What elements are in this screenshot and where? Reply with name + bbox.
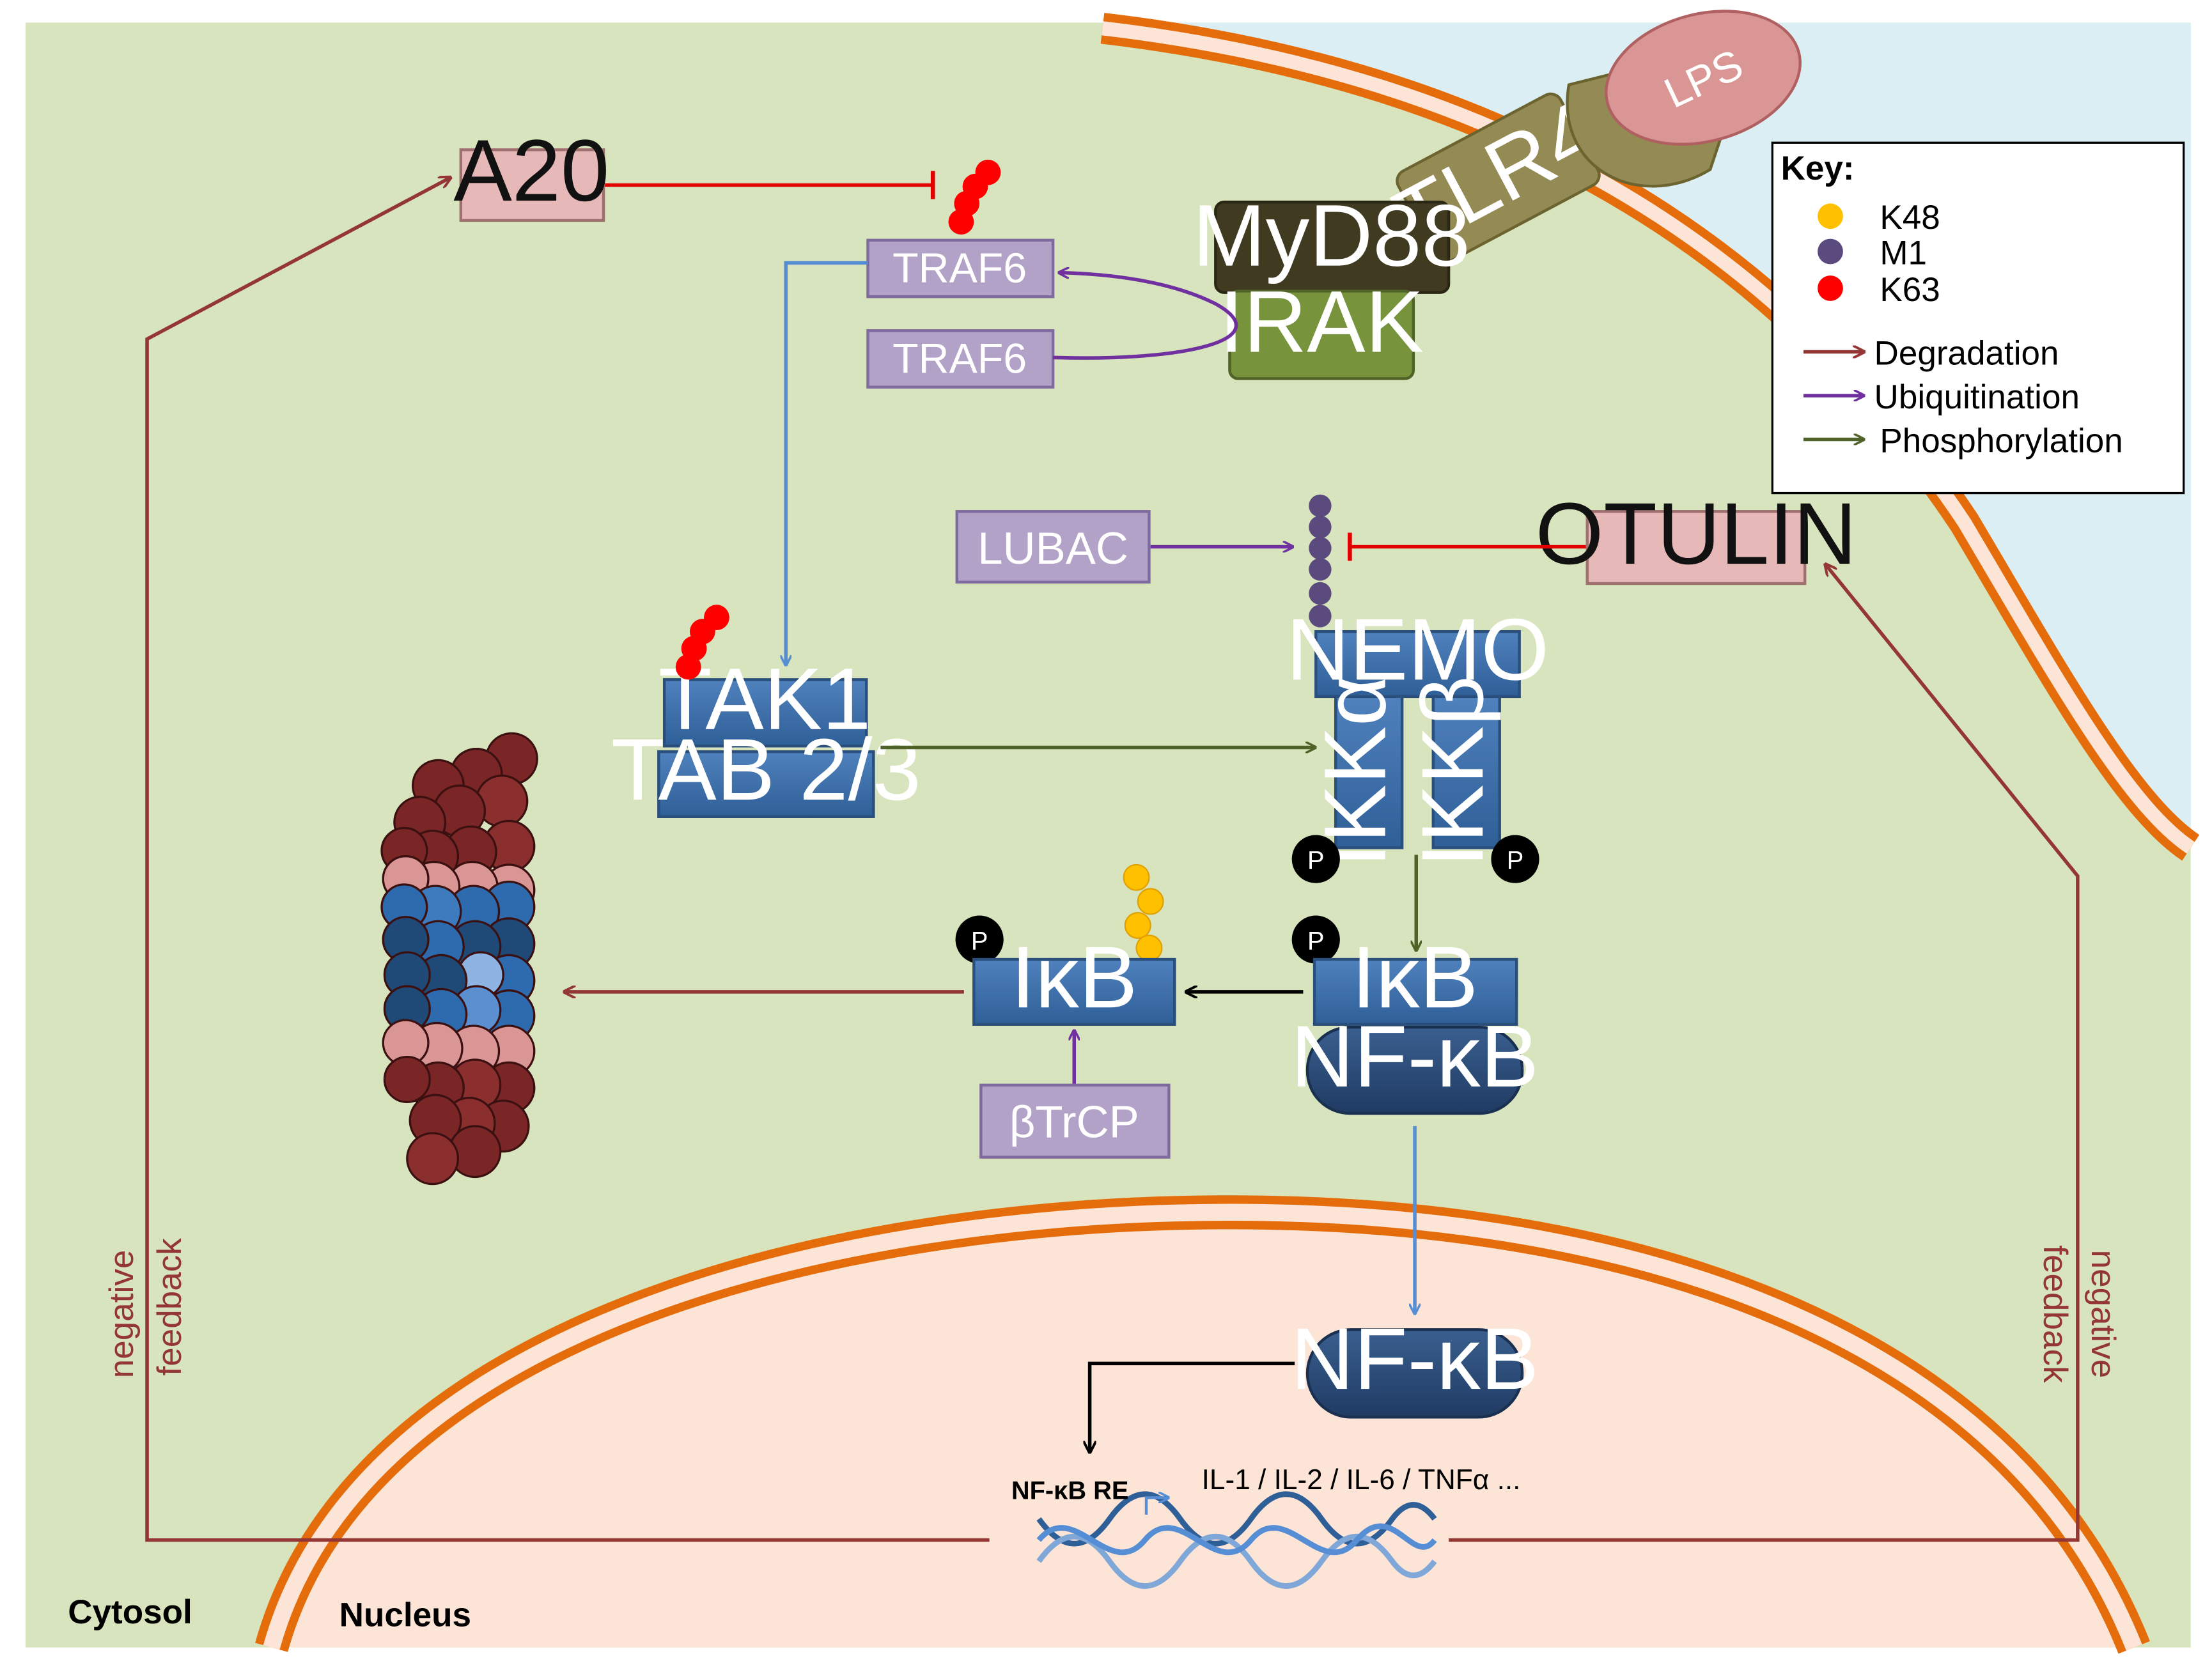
- nfkb-cytosolic-label: NF-κB: [1291, 1008, 1539, 1106]
- legend: Key: K48 M1 K63 Degradation Ubiquitinati…: [1771, 141, 2185, 495]
- phospho-ikk-beta: P: [1491, 835, 1539, 883]
- nfkb-nuclear: NF-κB: [1291, 1310, 1539, 1419]
- proteasome: [380, 732, 538, 1186]
- nemo-box: NEMO: [1286, 601, 1549, 699]
- ikk-alpha-label: IKKα: [1307, 676, 1405, 867]
- legend-k63-dot: [1818, 275, 1843, 301]
- a20-box: A20: [453, 122, 609, 222]
- btrcp-box: βTrCP: [979, 1083, 1171, 1159]
- legend-ubiquitination-label: Ubiquitination: [1874, 378, 2080, 416]
- legend-k63-label: K63: [1880, 271, 1940, 309]
- ikk-alpha-box: IKKα: [1307, 676, 1405, 867]
- traf6-top-label: TRAF6: [892, 245, 1027, 292]
- feedback-left-line2: feedback: [151, 1238, 189, 1376]
- traf6-ubiquitination-arrow: [1053, 273, 1238, 360]
- traf6-top: TRAF6: [866, 238, 1055, 298]
- phospho-label: P: [1307, 927, 1325, 955]
- phospho-ikk-alpha: P: [1291, 835, 1340, 883]
- nemo-label: NEMO: [1286, 601, 1549, 699]
- k63-chain-traf6: [948, 159, 1001, 235]
- k48-chain-ikb: [1123, 863, 1164, 962]
- tab23-box: TAB 2/3: [611, 721, 921, 819]
- ikb-bound-box: IκB: [1312, 929, 1518, 1026]
- lubac-label: LUBAC: [977, 523, 1128, 573]
- otulin-label: OTULIN: [1536, 485, 1857, 583]
- feedback-right-line2: feedback: [2036, 1245, 2074, 1383]
- myd88-adaptor: MyD88: [1193, 187, 1470, 294]
- transcription-arrow: [1090, 1361, 1295, 1451]
- traf6-bottom-label: TRAF6: [892, 336, 1027, 383]
- nfkb-cytosolic: NF-κB: [1291, 1008, 1539, 1115]
- legend-m1-label: M1: [1880, 234, 1927, 272]
- legend-m1-dot: [1818, 238, 1843, 265]
- ikk-beta-label: IKKβ: [1404, 676, 1502, 867]
- traf6-to-tak1-arrow: [786, 261, 868, 664]
- phospho-label: P: [1307, 847, 1325, 875]
- negative-feedback-left-arrow: [145, 178, 990, 1542]
- response-element-label: NF-κB RE: [1011, 1477, 1129, 1505]
- ikb-free-label: IκB: [1011, 929, 1137, 1026]
- feedback-right-line1: negative: [2084, 1250, 2122, 1379]
- dna-helix: [1036, 1491, 1437, 1589]
- cytosol-label: Cytosol: [68, 1593, 192, 1631]
- tab23-label: TAB 2/3: [611, 721, 921, 819]
- legend-phosphorylation-label: Phosphorylation: [1880, 422, 2122, 460]
- ikk-beta-box: IKKβ: [1404, 676, 1502, 867]
- transcription-start-icon: [1144, 1497, 1167, 1515]
- otulin-box: OTULIN: [1536, 485, 1857, 585]
- ikb-free-box: IκB: [972, 929, 1176, 1026]
- ikb-bound-label: IκB: [1351, 929, 1478, 1026]
- traf6-bottom: TRAF6: [866, 329, 1055, 389]
- btrcp-label: βTrCP: [1009, 1097, 1139, 1147]
- legend-k48-label: K48: [1880, 199, 1940, 236]
- feedback-left-line1: negative: [103, 1250, 141, 1379]
- a20-label: A20: [453, 122, 609, 220]
- phospho-label: P: [971, 927, 988, 955]
- phospho-ikb-free: P: [955, 915, 1004, 964]
- negative-feedback-right-arrow: [1449, 565, 2080, 1542]
- phospho-label: P: [1507, 847, 1524, 875]
- m1-chain-nemo: [1309, 494, 1332, 628]
- k63-chain-tak1: [675, 605, 729, 680]
- irak-label: IRAK: [1219, 273, 1424, 371]
- legend-title: Key:: [1781, 150, 1855, 187]
- nucleus-label: Nucleus: [339, 1597, 471, 1634]
- legend-degradation-label: Degradation: [1874, 334, 2059, 372]
- target-genes-label: IL-1 / IL-2 / IL-6 / TNFα ...: [1202, 1464, 1521, 1496]
- nfkb-nuclear-label: NF-κB: [1291, 1310, 1539, 1408]
- myd88-label: MyD88: [1193, 187, 1470, 285]
- lubac-box: LUBAC: [955, 510, 1151, 584]
- phospho-ikb-complex: P: [1291, 915, 1340, 964]
- lps-ligand: LPS: [1605, 10, 1802, 146]
- irak-kinase: IRAK: [1219, 273, 1424, 380]
- legend-k48-dot: [1818, 203, 1843, 229]
